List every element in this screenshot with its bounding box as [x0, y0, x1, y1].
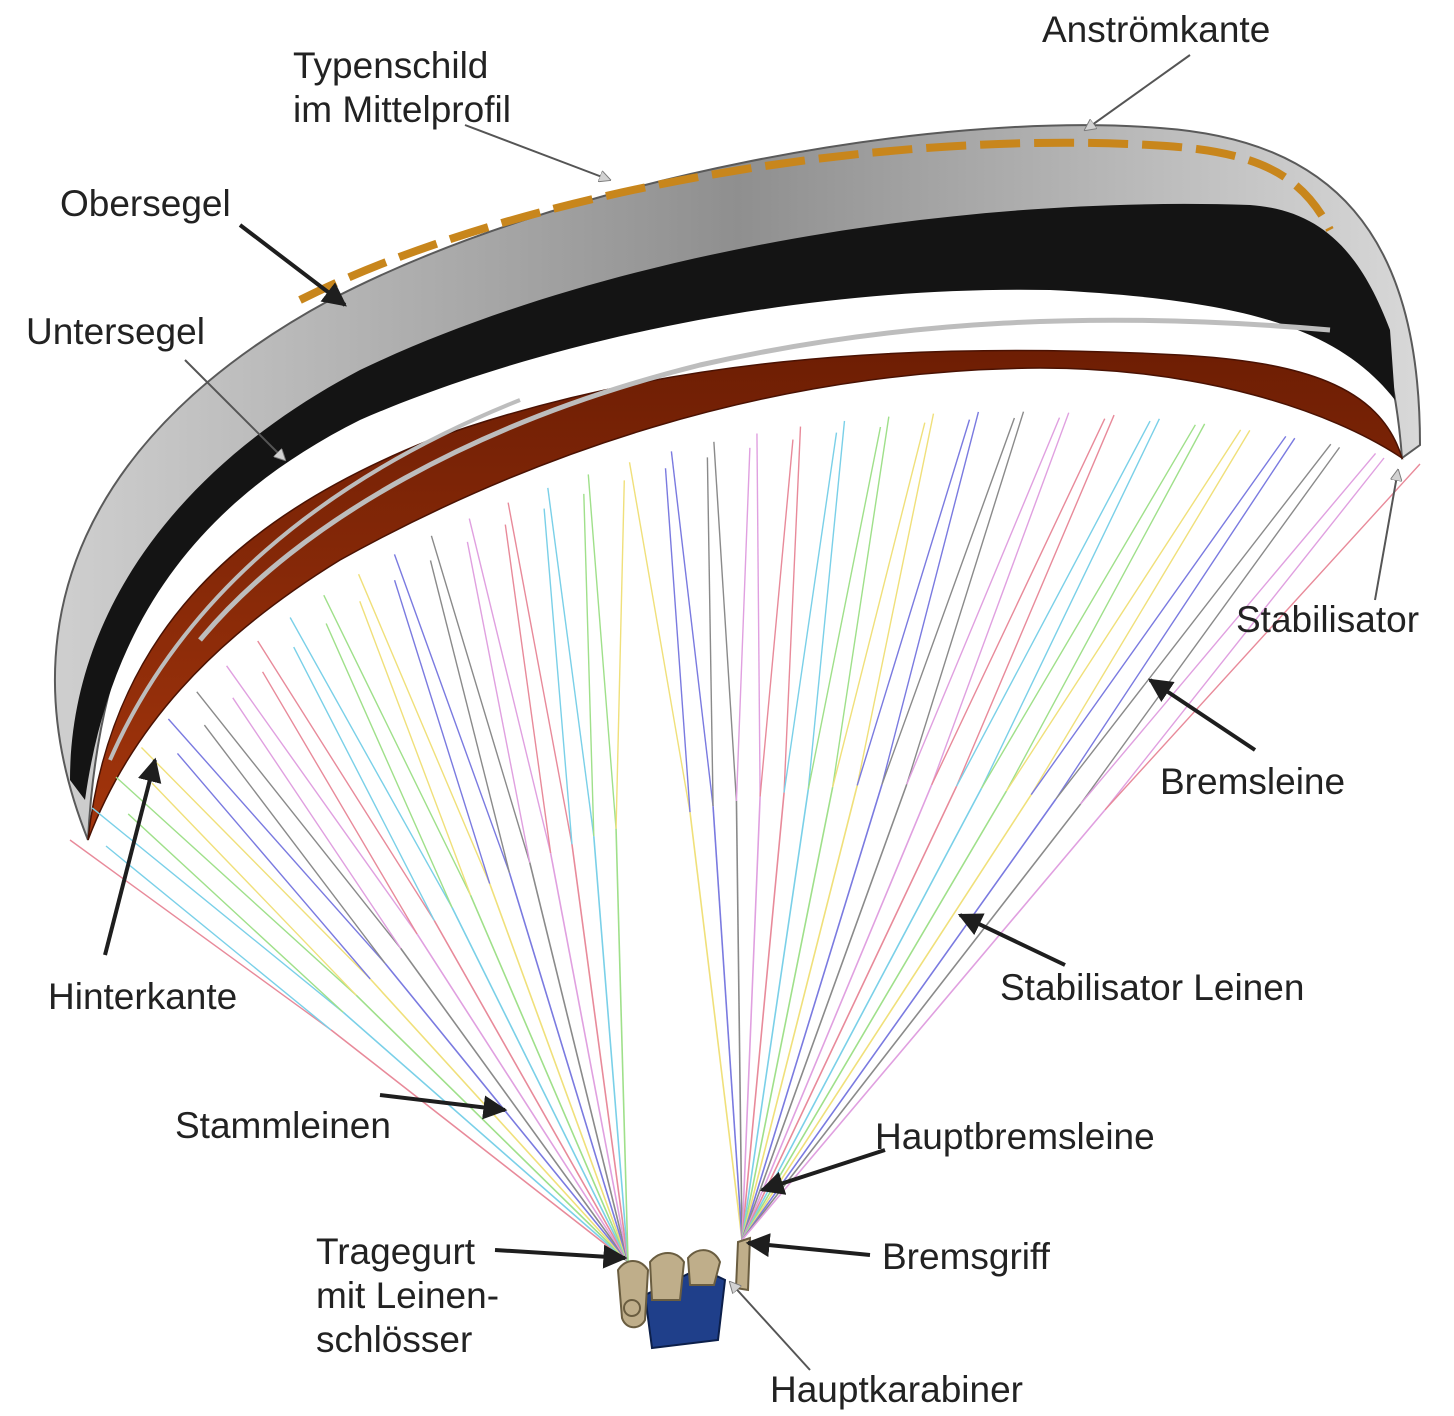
upper-line — [833, 417, 889, 788]
main-line — [742, 795, 1031, 1240]
arrow-stammleinen — [380, 1095, 505, 1110]
label-untersegel: Untersegel — [26, 310, 205, 354]
label-bremsgriff: Bremsgriff — [882, 1235, 1050, 1279]
riser-center — [650, 1253, 684, 1300]
label-anstroemkante: Anströmkante — [1042, 8, 1270, 52]
upper-line — [548, 488, 594, 836]
upper-line — [290, 618, 452, 908]
upper-line — [857, 420, 969, 786]
riser-right — [688, 1250, 720, 1285]
arrow-anstroemkante — [1085, 55, 1190, 130]
upper-line — [227, 666, 418, 934]
label-stabilisator-leinen: Stabilisator Leinen — [1000, 966, 1304, 1010]
upper-line — [630, 462, 691, 812]
upper-line — [116, 777, 356, 995]
upper-line — [736, 448, 749, 801]
upper-line — [957, 415, 1115, 786]
upper-line — [168, 719, 385, 963]
arrow-obersegel — [240, 225, 345, 305]
upper-line — [430, 560, 509, 872]
label-typenschild-line1: Typenschild — [293, 44, 488, 88]
main-line — [452, 908, 628, 1262]
arrow-bremsgriff — [748, 1243, 870, 1255]
upper-line — [1006, 430, 1240, 791]
label-obersegel: Obersegel — [60, 182, 231, 226]
upper-line — [932, 419, 1105, 785]
label-hauptbremsleine: Hauptbremsleine — [875, 1115, 1155, 1159]
label-typenschild-line2: im Mittelprofil — [293, 88, 511, 132]
main-line — [742, 786, 957, 1240]
upper-line — [981, 425, 1195, 789]
upper-line — [907, 412, 1024, 785]
upper-line — [833, 423, 925, 788]
upper-line — [544, 509, 572, 845]
label-hinterkante: Hinterkante — [48, 975, 237, 1019]
upper-line — [882, 418, 1014, 785]
upper-line — [857, 414, 933, 786]
upper-line — [467, 542, 529, 863]
upper-line — [324, 595, 471, 895]
riser-left — [618, 1261, 648, 1327]
upper-line — [760, 440, 793, 797]
main-line — [690, 812, 742, 1240]
main-line — [742, 791, 1006, 1240]
arrow-hauptkarabiner — [730, 1282, 810, 1370]
label-stabilisator: Stabilisator — [1236, 598, 1419, 642]
upper-line — [616, 480, 624, 828]
arrow-hauptbremsleine — [762, 1150, 885, 1190]
upper-line — [584, 494, 594, 836]
label-tragegurt-line3: schlösser — [316, 1318, 472, 1362]
label-bremsleine: Bremsleine — [1160, 760, 1345, 804]
main-carabiner — [624, 1300, 640, 1316]
label-hauptkarabiner: Hauptkarabiner — [770, 1368, 1023, 1412]
arrow-stabilisator — [1375, 470, 1398, 600]
upper-line — [1031, 430, 1250, 794]
upper-line — [141, 747, 370, 979]
upper-line — [932, 413, 1069, 785]
upper-line — [294, 647, 435, 920]
upper-line — [757, 434, 760, 797]
upper-line — [808, 421, 844, 790]
upper-line — [177, 753, 370, 979]
arrow-typenschild — [465, 125, 610, 180]
harness — [618, 1238, 750, 1348]
label-stammleinen: Stammleinen — [175, 1104, 391, 1148]
arrow-tragegurt — [495, 1250, 625, 1258]
upper-line — [714, 442, 737, 801]
upper-line — [707, 457, 713, 806]
upper-line — [957, 421, 1151, 786]
main-line — [490, 884, 628, 1262]
label-tragegurt-line2: mit Leinen- — [316, 1274, 499, 1318]
upper-line — [469, 519, 550, 854]
upper-line — [666, 468, 691, 812]
label-tragegurt-line1: Tragegurt — [316, 1230, 475, 1274]
main-line — [742, 804, 1081, 1240]
brake-handle — [736, 1238, 750, 1290]
upper-line — [808, 427, 880, 790]
main-line — [370, 979, 628, 1262]
arrow-bremsleine — [1150, 680, 1255, 750]
main-line — [434, 920, 628, 1262]
upper-line — [508, 503, 572, 845]
upper-line — [359, 574, 490, 884]
